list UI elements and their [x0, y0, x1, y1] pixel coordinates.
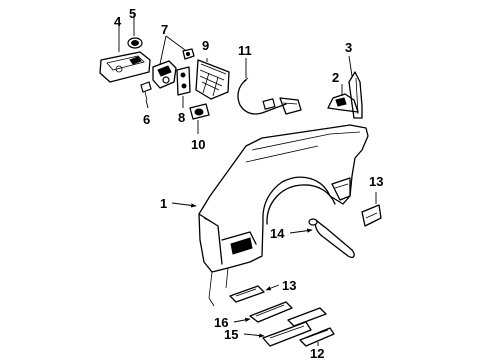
callout-16: 16	[214, 315, 228, 330]
part-9-filler-pocket[interactable]	[195, 59, 230, 100]
part-5-grommet[interactable]	[127, 37, 143, 49]
callout-5: 5	[129, 6, 136, 21]
part-13-upper-molding[interactable]	[361, 204, 382, 227]
callout-11: 11	[238, 43, 252, 58]
callout-13-upper: 13	[369, 174, 383, 189]
callout-2: 2	[332, 70, 339, 85]
callout-9: 9	[202, 38, 209, 53]
part-14-wheel-molding[interactable]	[308, 218, 355, 259]
callout-10: 10	[191, 137, 205, 152]
part-16-rocker-molding[interactable]	[249, 301, 293, 323]
part-11-release-cable[interactable]	[237, 77, 302, 115]
part-6-screw[interactable]	[140, 81, 152, 101]
callout-12: 12	[310, 346, 324, 360]
callout-1: 1	[160, 196, 167, 211]
part-4-housing-plate[interactable]	[99, 51, 151, 83]
part-10-grommet[interactable]	[189, 103, 210, 120]
part-2-bracket[interactable]	[327, 93, 359, 113]
part-15-lower-molding[interactable]	[262, 321, 312, 347]
callout-7: 7	[161, 22, 168, 37]
callout-8: 8	[178, 110, 185, 125]
leader-lines	[118, 14, 377, 346]
callout-labels: 4 5 6 7 8 9 10 11 3 2 1 13 14 13 16 15 1…	[114, 6, 383, 360]
callout-4: 4	[114, 14, 122, 29]
part-7-actuator[interactable]	[152, 48, 195, 89]
callout-6: 6	[143, 112, 150, 127]
part-12-rear-molding[interactable]	[287, 307, 335, 347]
part-1-quarter-panel[interactable]	[198, 124, 369, 307]
callout-14: 14	[270, 226, 285, 241]
callout-13-lower: 13	[282, 278, 296, 293]
callout-15: 15	[224, 327, 238, 342]
part-3-splash-shield[interactable]	[348, 71, 363, 119]
callout-3: 3	[345, 40, 352, 55]
part-8-bracket[interactable]	[176, 66, 191, 96]
part-13-lower-molding[interactable]	[229, 285, 265, 303]
